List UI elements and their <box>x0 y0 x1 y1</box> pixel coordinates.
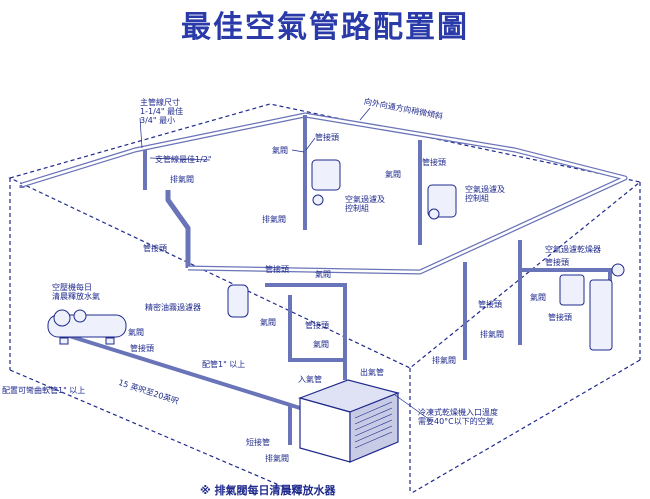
dryer-note-label: 冷凍式乾燥機入口溫度 需要40°C以下的空氣 <box>418 408 498 426</box>
refrigerated-dryer <box>298 379 400 463</box>
air-compressor <box>47 309 127 345</box>
valve-label-1: 氣閥 <box>272 146 288 155</box>
pipe-joint-label-7: 管接頭 <box>305 321 329 330</box>
valve-label-2: 氣閥 <box>385 170 401 179</box>
pipe-joint-label-3: 管接頭 <box>545 258 569 267</box>
filter-units <box>227 159 625 351</box>
drain-valve-label-1: 排氣閥 <box>170 175 194 184</box>
precision-filter-label: 精密油霧過濾器 <box>145 303 201 312</box>
branch-pipe-label: 支管線最佳1/2" <box>155 155 212 164</box>
drop-pipes <box>143 115 612 360</box>
pipe-joint-label-4: 管接頭 <box>143 244 167 253</box>
drain-valve-label-4: 排氣閥 <box>480 330 504 339</box>
valve-label-4: 氣閥 <box>128 328 144 337</box>
diagram-title: 最佳空氣管路配置圖 <box>181 10 469 45</box>
pipe-joint-label-6: 管接頭 <box>130 344 154 353</box>
filter-control-label-2: 空氣過濾及 控制組 <box>465 185 505 203</box>
pipe-joint-label-8: 管接頭 <box>548 313 572 322</box>
outlet-label: 出氣管 <box>360 368 384 377</box>
air-dryer-label: 空氣過濾乾燥器 <box>545 245 601 254</box>
drain-valve-label-5: 排氣閥 <box>432 356 456 365</box>
leader-lines <box>139 107 431 421</box>
compressor-note-label: 空壓機每日 清晨釋放水氣 <box>52 283 100 301</box>
piping-size-label: 配管1" 以上 <box>202 360 246 369</box>
valve-label-3: 氣閥 <box>315 270 331 279</box>
main-pipe-size-label: 主管線尺寸 1-1/4" 最佳 3/4" 最小 <box>140 98 184 125</box>
drain-valve-label-2: 排氣閥 <box>262 215 286 224</box>
inlet-label: 入氣管 <box>298 375 322 384</box>
footnote: ※ 排氣閥每日清晨釋放水器 <box>200 484 336 497</box>
room-outline <box>8 103 642 495</box>
filter-control-label-1: 空氣過濾及 控制組 <box>345 195 385 213</box>
drain-valve-label-3: 排氣閥 <box>265 454 289 463</box>
pipe-joint-label-2: 管接頭 <box>422 158 446 167</box>
short-joint-label: 短接管 <box>246 438 270 447</box>
pipe-joint-label-9: 管接頭 <box>478 300 502 309</box>
flex-hose-label: 配置可彎曲軟管1" 以上 <box>2 386 86 395</box>
valve-label-6: 氣閥 <box>313 340 329 349</box>
compressor-line <box>49 283 347 445</box>
pipe-joint-label-5: 管接頭 <box>265 265 289 274</box>
valve-label-5: 氣閥 <box>260 318 276 327</box>
pipe-joint-label-1: 管接頭 <box>315 133 339 142</box>
valve-label-7: 氣閥 <box>530 293 546 302</box>
